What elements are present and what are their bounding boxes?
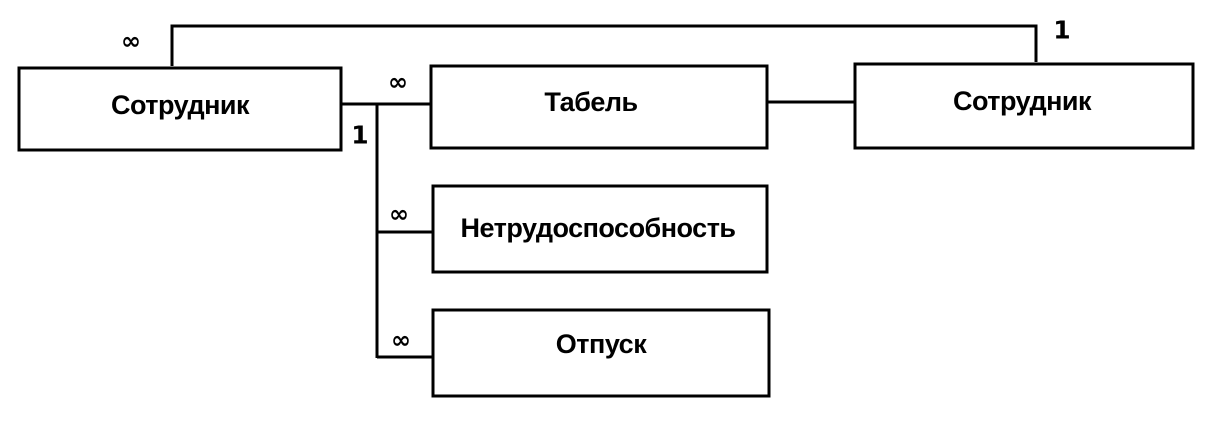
entity-box — [431, 308, 771, 398]
entity-label: Сотрудник — [953, 86, 1092, 116]
entity-timesheet: Табель — [429, 64, 769, 150]
cardinality-many-timesheet: ∞ — [388, 68, 408, 96]
entity-employee-right: Сотрудник — [853, 62, 1195, 150]
cardinality-many-disability: ∞ — [389, 200, 409, 228]
entity-label: Нетрудоспособность — [460, 213, 735, 243]
entity-box — [853, 62, 1195, 150]
entity-vacation: Отпуск — [431, 308, 771, 398]
entity-box — [17, 66, 343, 152]
entity-employee-left: Сотрудник — [17, 66, 343, 152]
cardinality-many-employee-top: ∞ — [121, 27, 141, 55]
cardinality-one-employee-right-top: 1 — [1053, 16, 1070, 45]
entity-disability: Нетрудоспособность — [431, 184, 769, 274]
entity-box — [429, 64, 769, 150]
employee-to-employee-connector — [170, 24, 1038, 66]
cardinality-markers: ∞ 1 1 ∞ ∞ ∞ — [121, 16, 1071, 355]
entity-box — [431, 184, 769, 274]
cardinality-one-employee-trunk: 1 — [351, 121, 368, 150]
connectors — [170, 24, 1038, 359]
entity-label: Табель — [544, 87, 637, 117]
cardinality-many-vacation: ∞ — [391, 326, 411, 354]
entity-label: Сотрудник — [111, 90, 250, 120]
entity-label: Отпуск — [556, 329, 647, 359]
